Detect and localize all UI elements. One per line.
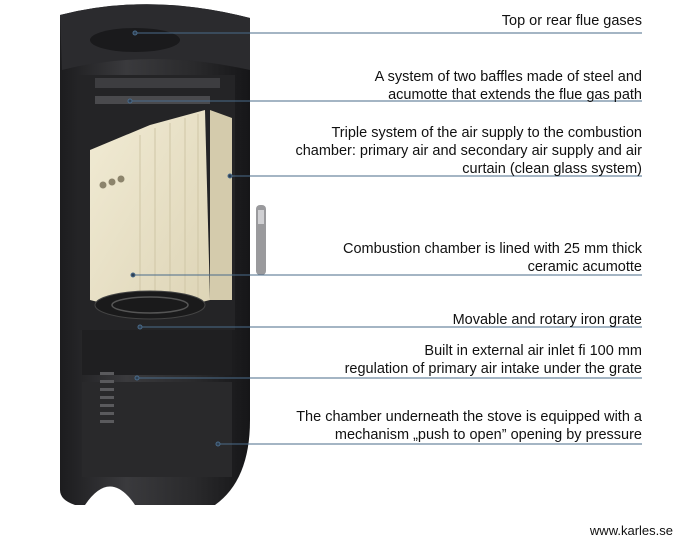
callout-flue-gases: Top or rear flue gases (502, 12, 642, 30)
callout-air-inlet: Built in external air inlet fi 100 mm re… (345, 342, 642, 378)
ash-compartment (82, 330, 232, 375)
callout-grate: Movable and rotary iron grate (453, 311, 642, 329)
baffle-upper (95, 78, 220, 88)
callout-line: acumotte that extends the flue gas path (388, 87, 642, 103)
ceramic-lining (90, 110, 210, 315)
callout-line: A system of two baffles made of steel an… (374, 69, 642, 85)
leader-dot-7 (215, 441, 221, 447)
callout-line: curtain (clean glass system) (462, 161, 642, 177)
grate-rim (111, 296, 189, 314)
leader-dot-6 (134, 375, 140, 381)
side-lining (210, 110, 232, 300)
handle-grip (258, 210, 264, 224)
callout-line: Triple system of the air supply to the c… (331, 125, 642, 141)
baffle-lower (95, 96, 210, 104)
leader-dot-2 (127, 98, 133, 104)
air-hole-1 (99, 181, 107, 189)
leader-dot-5 (137, 324, 143, 330)
callout-line: Movable and rotary iron grate (452, 312, 642, 328)
leader-dot-1 (132, 30, 138, 36)
callout-line: mechanism „push to open” opening by pres… (334, 427, 642, 443)
air-hole-2 (108, 178, 116, 186)
callout-line: Combustion chamber is lined with 25 mm t… (343, 241, 642, 257)
callout-line: chamber: primary air and secondary air s… (295, 143, 642, 159)
callout-line: Built in external air inlet fi 100 mm (424, 343, 642, 359)
callout-line: ceramic acumotte (527, 259, 642, 275)
callout-baffles: A system of two baffles made of steel an… (375, 68, 642, 104)
base-cutout (85, 486, 135, 505)
flue-collar (90, 28, 180, 52)
callout-line: Top or rear flue gases (501, 13, 642, 29)
callout-air-supply: Triple system of the air supply to the c… (295, 124, 642, 178)
leader-dot-4 (130, 272, 136, 278)
leader-dot-3 (227, 173, 233, 179)
website-credit: www.karles.se (589, 523, 673, 538)
iron-grate (94, 290, 206, 320)
callout-combustion-chamber: Combustion chamber is lined with 25 mm t… (343, 240, 642, 276)
air-hole-3 (117, 175, 125, 183)
callout-storage-chamber: The chamber underneath the stove is equi… (296, 408, 642, 444)
callout-line: regulation of primary air intake under t… (344, 361, 642, 377)
callout-line: The chamber underneath the stove is equi… (296, 409, 642, 425)
